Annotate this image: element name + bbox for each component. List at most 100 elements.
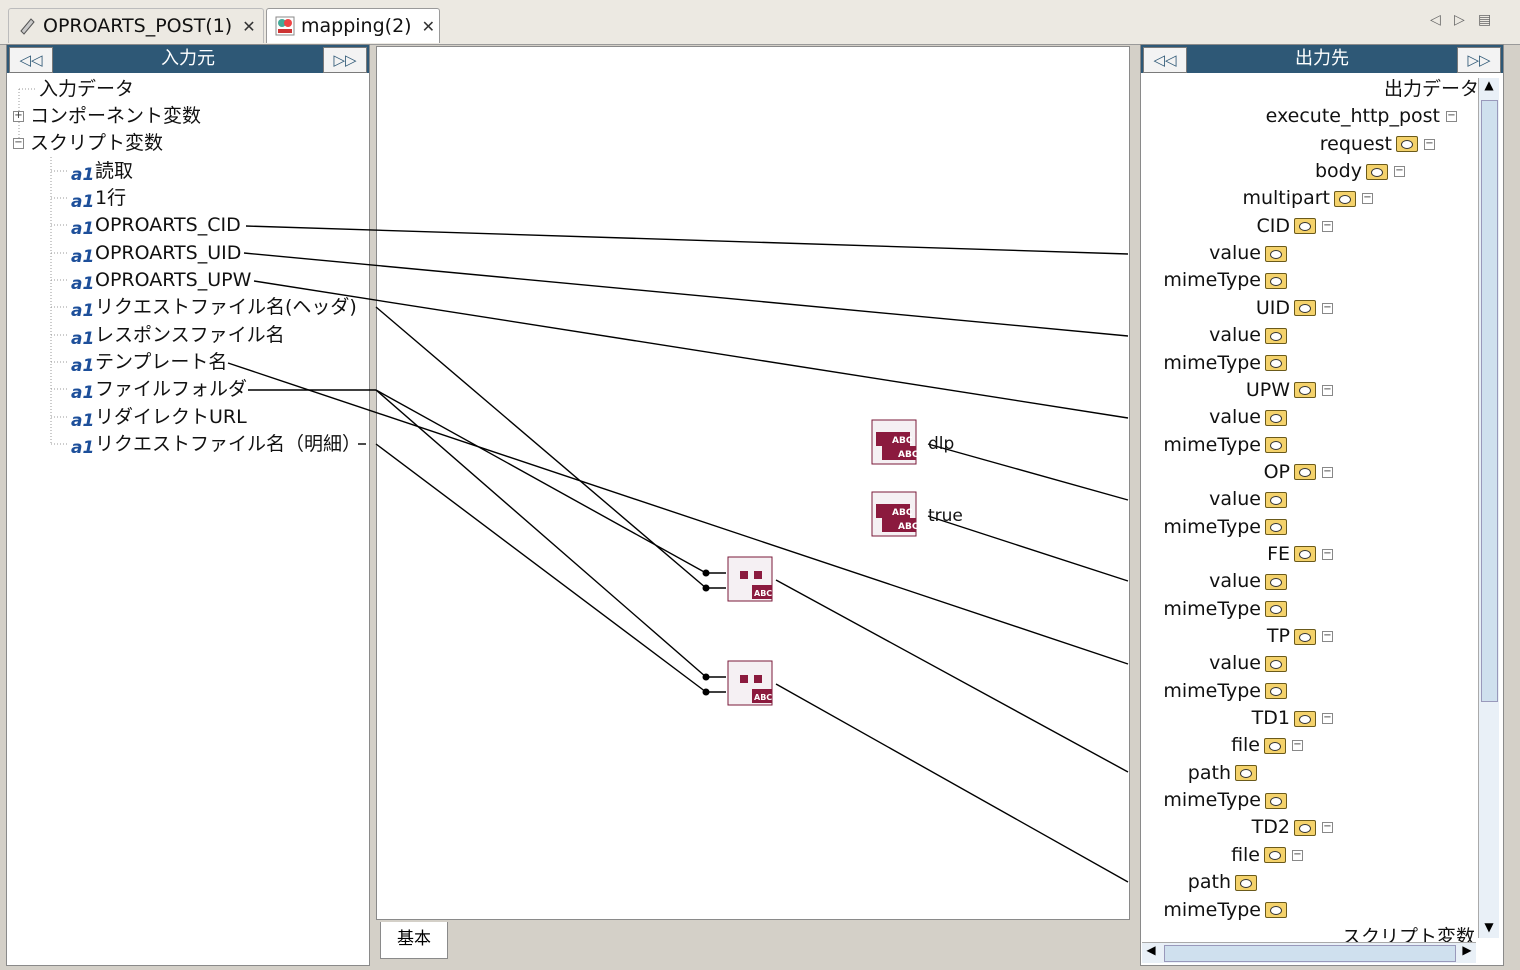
- constant-node-icon[interactable]: ABC ABC: [870, 490, 930, 540]
- target-tree-node[interactable]: value: [1209, 568, 1287, 594]
- target-tree-node[interactable]: path: [1188, 869, 1257, 895]
- scrollbar-thumb[interactable]: [1481, 100, 1498, 702]
- element-node-icon: [1264, 847, 1286, 864]
- target-tree-node[interactable]: value: [1209, 650, 1287, 676]
- source-panel-title: 入力元: [161, 48, 215, 69]
- collapse-icon[interactable]: −: [1292, 739, 1303, 752]
- tree-script-vars[interactable]: − スクリプト変数: [13, 130, 163, 156]
- horizontal-scrollbar[interactable]: ◀ ▶: [1142, 942, 1476, 963]
- target-tree-node[interactable]: mimeType: [1163, 267, 1287, 293]
- target-tree-node[interactable]: UID−: [1256, 295, 1333, 321]
- collapse-icon[interactable]: −: [1424, 137, 1435, 150]
- var-item[interactable]: a1OPROARTS_UID: [71, 242, 242, 267]
- source-panel: ◁◁ 入力元 ▷▷ 入力データ + コンポーネント変数 − スクリプト変数 a1…: [6, 44, 370, 966]
- target-tree-node[interactable]: CID−: [1256, 213, 1333, 239]
- target-tree-node[interactable]: 出力データ: [1384, 76, 1479, 102]
- target-tree-node[interactable]: value: [1209, 404, 1287, 430]
- tree-label: コンポーネント変数: [30, 105, 202, 127]
- scroll-up-icon[interactable]: ▲: [1484, 78, 1494, 92]
- target-tree-node[interactable]: TP−: [1267, 623, 1333, 649]
- target-tree-node[interactable]: mimeType: [1163, 350, 1287, 376]
- tree-label: value: [1209, 652, 1261, 675]
- target-tree-node[interactable]: body−: [1315, 158, 1405, 184]
- target-tree-node[interactable]: value: [1209, 486, 1287, 512]
- collapse-icon[interactable]: −: [1322, 712, 1333, 725]
- source-panel-header: ◁◁ 入力元 ▷▷: [7, 45, 369, 73]
- tree-component-vars[interactable]: + コンポーネント変数: [13, 103, 201, 129]
- collapse-icon[interactable]: −: [1322, 219, 1333, 232]
- collapse-icon[interactable]: −: [1322, 547, 1333, 560]
- target-tree-node[interactable]: mimeType: [1163, 897, 1287, 923]
- element-node-icon: [1265, 245, 1287, 262]
- var-item[interactable]: a1レスポンスファイル名: [71, 324, 285, 349]
- var-item[interactable]: a1OPROARTS_UPW: [71, 269, 252, 294]
- element-node-icon: [1265, 491, 1287, 508]
- collapse-left-button[interactable]: ◁◁: [1143, 47, 1187, 73]
- tree-label: mimeType: [1163, 269, 1261, 292]
- collapse-icon[interactable]: −: [1322, 301, 1333, 314]
- target-tree-node[interactable]: mimeType: [1163, 596, 1287, 622]
- target-tree-node[interactable]: mimeType: [1163, 787, 1287, 813]
- constant-node-icon[interactable]: ABC ABC: [870, 418, 930, 468]
- collapse-left-button[interactable]: ◁◁: [9, 47, 53, 73]
- var-item[interactable]: a11行: [71, 187, 127, 212]
- string-var-icon: a1: [71, 355, 95, 376]
- element-node-icon: [1264, 737, 1286, 754]
- close-icon[interactable]: ✕: [242, 16, 256, 36]
- concat-node-icon[interactable]: ABC: [726, 555, 778, 605]
- collapse-icon[interactable]: −: [1362, 192, 1373, 205]
- target-tree-node[interactable]: file−: [1231, 732, 1303, 758]
- target-tree-node[interactable]: path: [1188, 760, 1257, 786]
- target-tree-node[interactable]: TD2−: [1252, 814, 1333, 840]
- target-tree-node[interactable]: value: [1209, 240, 1287, 266]
- tab-basic[interactable]: 基本: [380, 922, 448, 959]
- target-tree-node[interactable]: mimeType: [1163, 678, 1287, 704]
- scroll-right-icon[interactable]: ▷: [1454, 12, 1465, 28]
- collapse-icon[interactable]: −: [1322, 821, 1333, 834]
- target-tree-node[interactable]: TD1−: [1252, 705, 1333, 731]
- collapse-icon[interactable]: −: [1292, 848, 1303, 861]
- scrollbar-thumb[interactable]: [1164, 945, 1456, 962]
- collapse-icon[interactable]: −: [1446, 110, 1457, 123]
- tab-list-icon[interactable]: ▤: [1478, 12, 1492, 28]
- var-item[interactable]: a1リクエストファイル名（明細）: [71, 433, 362, 458]
- scroll-right-icon[interactable]: ▶: [1462, 943, 1472, 957]
- tab-mapping[interactable]: mapping(2) ✕: [266, 8, 440, 43]
- expand-right-button[interactable]: ▷▷: [1457, 47, 1501, 73]
- target-tree-node[interactable]: UPW−: [1246, 377, 1333, 403]
- mapping-canvas[interactable]: [376, 46, 1130, 920]
- tab-oproarts-post[interactable]: OPROARTS_POST(1) ✕: [8, 8, 264, 43]
- target-tree-node[interactable]: execute_http_post−: [1266, 103, 1457, 129]
- tree-root-input-data[interactable]: 入力データ: [39, 78, 135, 100]
- collapse-icon[interactable]: −: [1394, 165, 1405, 178]
- collapse-icon[interactable]: −: [1322, 630, 1333, 642]
- var-item[interactable]: a1読取: [71, 160, 134, 185]
- target-tree-node[interactable]: multipart−: [1242, 185, 1373, 211]
- concat-node-icon[interactable]: ABC: [726, 659, 778, 709]
- target-tree-node[interactable]: OP−: [1264, 459, 1333, 485]
- target-tree-node[interactable]: mimeType: [1163, 514, 1287, 540]
- var-item[interactable]: a1リダイレクトURL: [71, 406, 247, 431]
- var-item[interactable]: a1ファイルフォルダ: [71, 378, 248, 403]
- scroll-left-icon[interactable]: ◁: [1430, 12, 1441, 28]
- vertical-scrollbar[interactable]: ▲ ▼: [1478, 78, 1499, 938]
- close-icon[interactable]: ✕: [421, 16, 435, 36]
- var-item[interactable]: a1OPROARTS_CID: [71, 214, 241, 239]
- target-tree-node[interactable]: value: [1209, 322, 1287, 348]
- expand-icon[interactable]: +: [13, 110, 24, 122]
- var-item[interactable]: a1テンプレート名: [71, 351, 228, 376]
- expand-right-button[interactable]: ▷▷: [323, 47, 367, 73]
- element-node-icon: [1294, 218, 1316, 235]
- target-tree-node[interactable]: file−: [1231, 842, 1303, 868]
- target-tree-node[interactable]: FE−: [1267, 541, 1333, 567]
- target-tree-node[interactable]: request−: [1320, 131, 1435, 157]
- scroll-down-icon[interactable]: ▼: [1484, 920, 1494, 934]
- collapse-icon[interactable]: −: [1322, 465, 1333, 478]
- var-item[interactable]: a1リクエストファイル名(ヘッダ): [71, 296, 357, 321]
- collapse-icon[interactable]: −: [1322, 383, 1333, 396]
- element-node-icon: [1265, 902, 1287, 918]
- collapse-icon[interactable]: −: [13, 137, 24, 149]
- scroll-left-icon[interactable]: ◀: [1146, 943, 1156, 957]
- target-tree-node[interactable]: mimeType: [1163, 432, 1287, 458]
